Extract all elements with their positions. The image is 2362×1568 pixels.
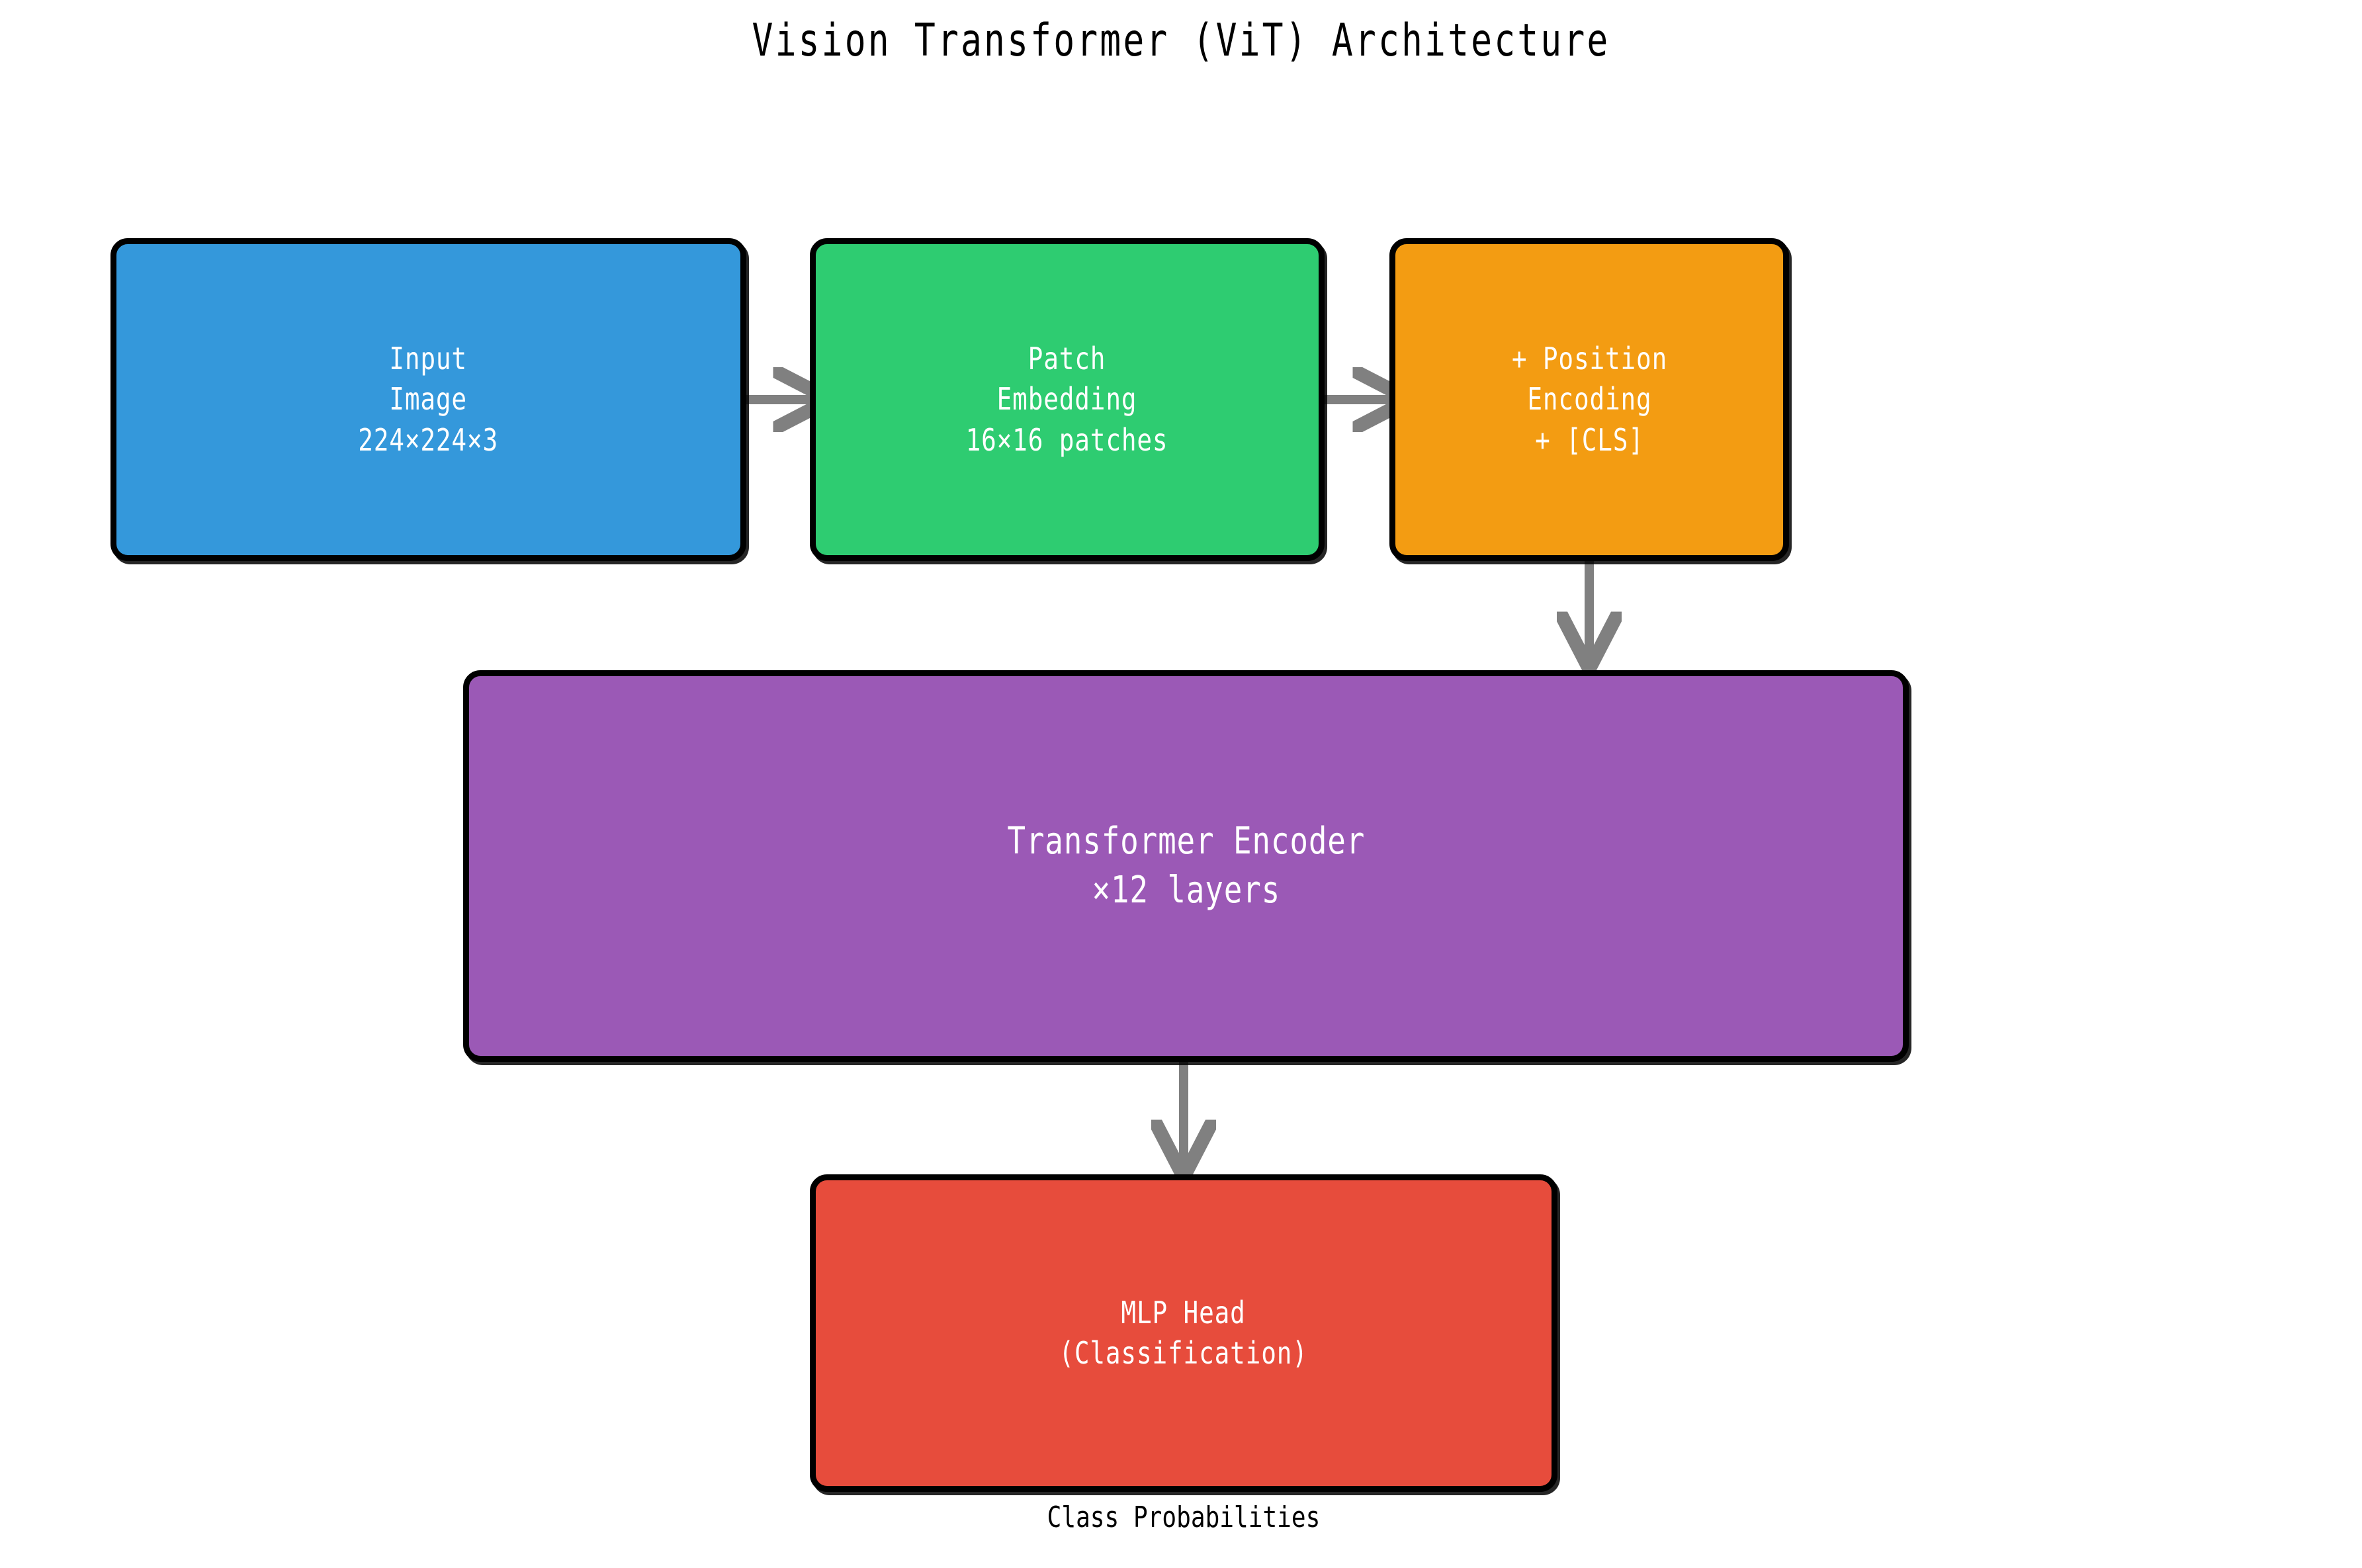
node-input-image[interactable]: Input Image 224×224×3	[110, 238, 746, 561]
node-transformer-encoder-label: Transformer Encoder ×12 layers	[1007, 819, 1365, 912]
node-patch-embedding-label: Patch Embedding 16×16 patches	[966, 341, 1168, 458]
node-mlp-head[interactable]: MLP Head (Classification)	[810, 1174, 1557, 1492]
node-position-encoding[interactable]: + Position Encoding + [CLS]	[1389, 238, 1789, 561]
node-transformer-encoder[interactable]: Transformer Encoder ×12 layers	[463, 670, 1909, 1062]
caption-class-probabilities: Class Probabilities	[1047, 1501, 1321, 1534]
node-patch-embedding[interactable]: Patch Embedding 16×16 patches	[810, 238, 1325, 561]
page-title: Vision Transformer (ViT) Architecture	[752, 15, 1610, 67]
node-position-encoding-label: + Position Encoding + [CLS]	[1511, 341, 1667, 458]
node-mlp-head-label: MLP Head (Classification)	[1059, 1294, 1309, 1371]
node-input-image-label: Input Image 224×224×3	[358, 341, 499, 458]
